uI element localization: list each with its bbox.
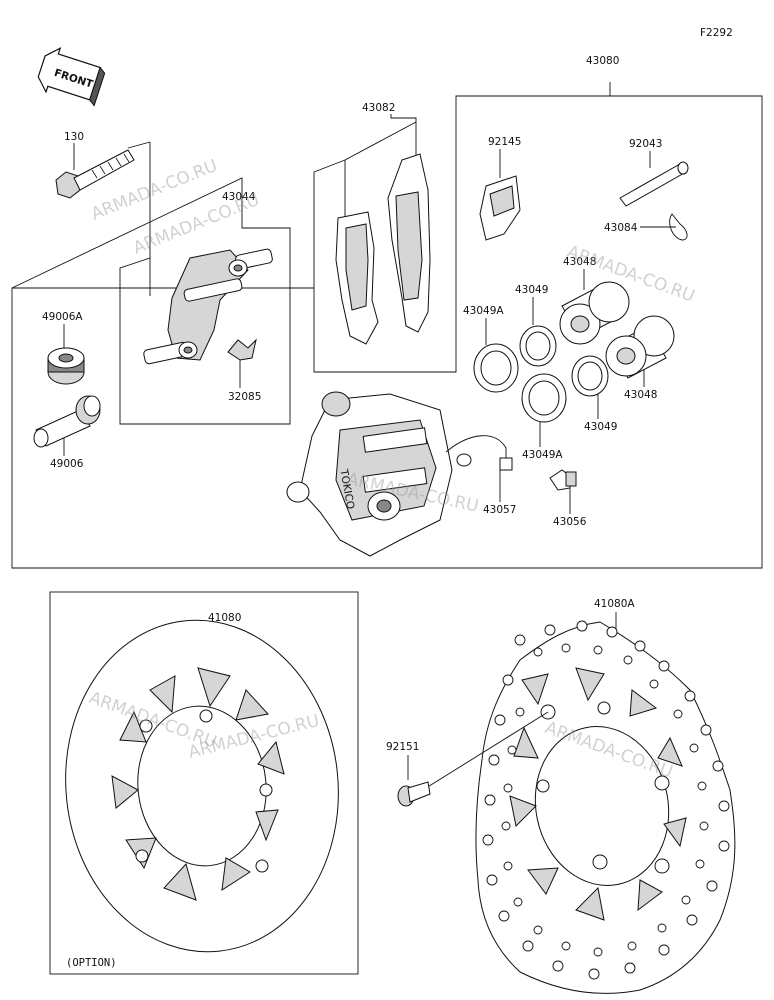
label-43049A-top: 43049A [463, 305, 504, 317]
pad-pin-92043 [619, 161, 689, 207]
brake-disc-41080A [475, 620, 736, 994]
label-43084: 43084 [604, 222, 638, 234]
bolt-130 [55, 149, 135, 199]
label-41080: 41080 [208, 612, 241, 624]
label-43056: 43056 [553, 516, 587, 528]
label-43049A-bottom: 43049A [522, 449, 563, 461]
pad-spring-92145 [479, 175, 521, 241]
disc-bolt-92151 [397, 781, 431, 807]
label-49006: 49006 [50, 458, 84, 470]
piston-43048-upper [559, 281, 630, 345]
figure-code: F2292 [700, 27, 733, 39]
label-43048-bottom: 43048 [624, 389, 657, 401]
label-43049-bottom: 43049 [584, 421, 617, 433]
pad-inner [335, 211, 379, 345]
label-130: 130 [64, 131, 84, 143]
pad-outer [387, 153, 431, 333]
bleeder-valve-43056 [549, 469, 577, 491]
label-43049-top: 43049 [515, 284, 548, 296]
seal-43049-upper [519, 325, 557, 367]
piston-43048-lower [605, 315, 675, 379]
brake-disc-41080 [65, 619, 339, 953]
label-32085: 32085 [228, 391, 261, 403]
front-arrow-icon: FRONT [37, 47, 106, 107]
label-92151: 92151 [386, 741, 419, 753]
leader-lines [63, 143, 676, 514]
pin-clip-43084 [669, 213, 688, 241]
label-92043: 92043 [629, 138, 662, 150]
seal-43049A-lower [521, 373, 567, 423]
label-43048-top: 43048 [563, 256, 596, 268]
label-92145: 92145 [488, 136, 521, 148]
spring-32085 [227, 338, 257, 361]
pin-49006 [33, 395, 101, 448]
bracket-frame [119, 205, 291, 425]
option-label: (OPTION) [66, 957, 117, 969]
label-41080A: 41080A [594, 598, 635, 610]
option-frame [49, 591, 359, 975]
caliper-body: TOKICO [286, 391, 453, 557]
seal-43049-lower [571, 355, 609, 397]
bracket-43044 [143, 248, 273, 365]
boot-49006A [47, 347, 85, 385]
pipe-43057 [445, 435, 513, 471]
label-43044: 43044 [222, 191, 256, 203]
label-43057: 43057 [483, 504, 516, 516]
label-43082: 43082 [362, 102, 395, 114]
label-49006A: 49006A [42, 311, 83, 323]
label-43080: 43080 [586, 55, 619, 67]
seal-43049A-upper [473, 343, 519, 393]
